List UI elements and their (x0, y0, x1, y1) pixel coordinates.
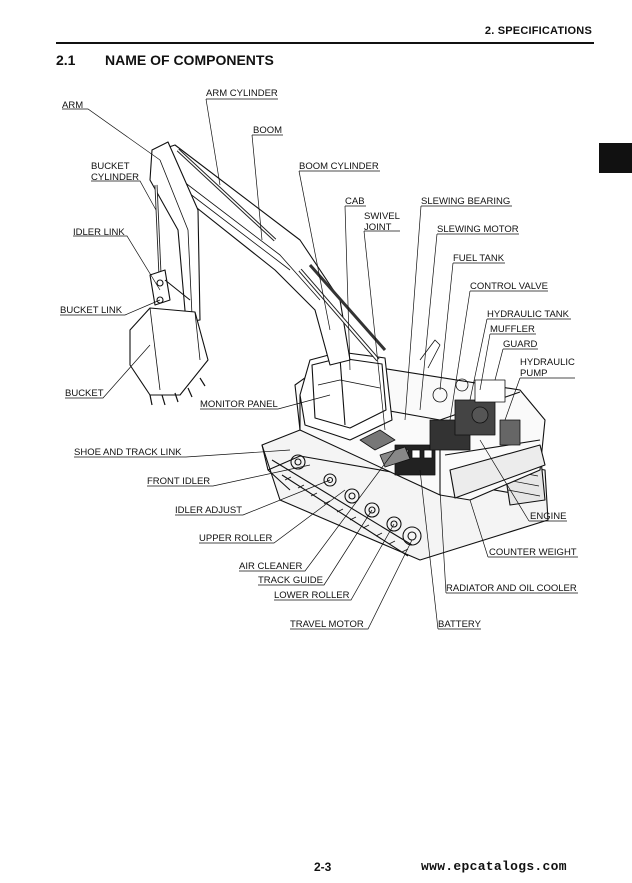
label-air-cleaner: AIR CLEANER (239, 561, 303, 572)
label-idler-adjust: IDLER ADJUST (175, 505, 243, 516)
label-upper-roller: UPPER ROLLER (199, 533, 273, 544)
label-travel-motor: TRAVEL MOTOR (290, 619, 364, 630)
label-slewing-bearing: SLEWING BEARING (421, 196, 511, 207)
chapter-title: 2. SPECIFICATIONS (484, 25, 592, 37)
label-engine: ENGINE (530, 511, 567, 522)
chapter-tab-marker (599, 143, 632, 173)
watermark-link[interactable]: www.epcatalogs.com (421, 859, 567, 874)
label-bucket: BUCKET (65, 388, 104, 399)
upper-structure (294, 339, 546, 501)
label-bucket-link: BUCKET LINK (60, 305, 123, 316)
label-fuel-tank: FUEL TANK (453, 253, 505, 264)
label-muffler: MUFFLER (490, 324, 535, 335)
label-monitor-panel: MONITOR PANEL (200, 399, 278, 410)
label-hydraulic-tank: HYDRAULIC TANK (487, 309, 569, 320)
label-cab: CAB (345, 196, 365, 207)
label-slewing-motor: SLEWING MOTOR (437, 224, 519, 235)
label-bucket-cylinder: BUCKET CYLINDER (91, 161, 140, 183)
label-radiator-and-oil-cooler: RADIATOR AND OIL COOLER (446, 583, 577, 594)
label-battery: BATTERY (438, 619, 481, 630)
header-divider (56, 42, 594, 44)
page-number: 2-3 (314, 860, 332, 874)
section-number: 2.1 (56, 52, 76, 68)
label-guard: GUARD (503, 339, 538, 350)
label-boom: BOOM (253, 125, 283, 136)
boom-assembly (159, 144, 387, 366)
label-lower-roller: LOWER ROLLER (274, 590, 350, 601)
label-track-guide: TRACK GUIDE (258, 575, 323, 586)
label-hydraulic-pump: HYDRAULIC PUMP (520, 357, 575, 379)
label-swivel-joint: SWIVEL JOINT (364, 211, 400, 233)
section-title: NAME OF COMPONENTS (105, 52, 274, 68)
label-front-idler: FRONT IDLER (147, 476, 211, 487)
label-arm: ARM (62, 100, 84, 111)
label-boom-cylinder: BOOM CYLINDER (299, 161, 379, 172)
label-shoe-and-track-link: SHOE AND TRACK LINK (74, 447, 182, 458)
bucket-shape (129, 307, 209, 406)
label-counter-weight: COUNTER WEIGHT (489, 547, 577, 558)
label-idler-link: IDLER LINK (73, 227, 125, 238)
label-control-valve: CONTROL VALVE (470, 281, 548, 292)
label-arm-cylinder: ARM CYLINDER (206, 88, 278, 99)
